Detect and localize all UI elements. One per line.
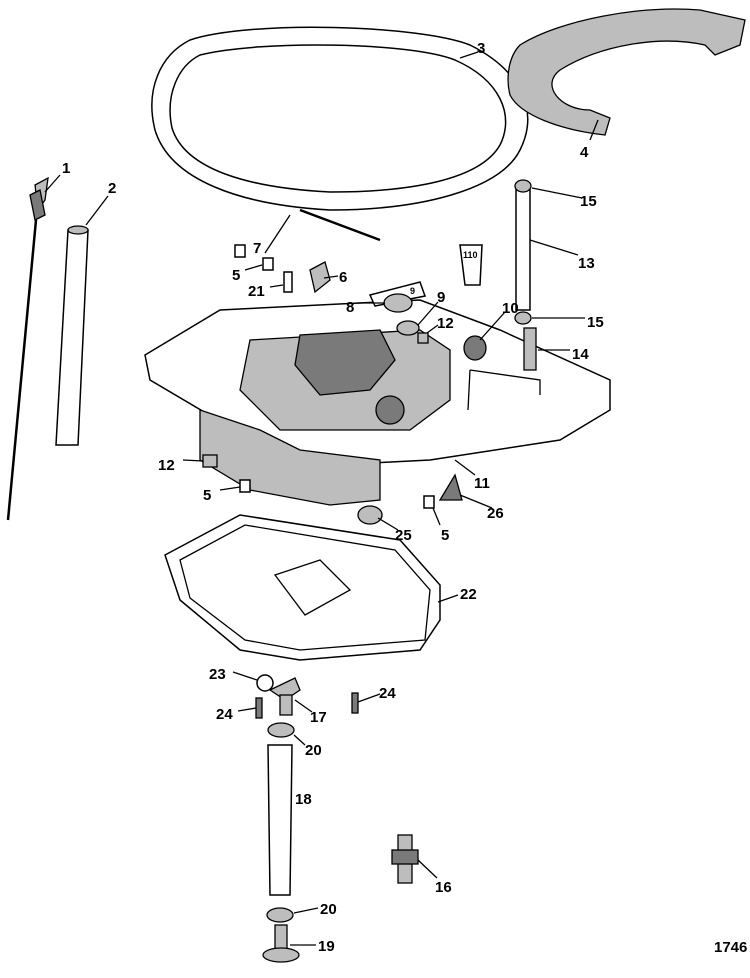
part-4-plate [507,8,746,136]
tube-110-label: 110 [463,250,478,260]
callout-23: 23 [209,666,226,683]
callout-6: 6 [339,269,347,286]
callout-16: 16 [435,879,452,896]
callout-8: 8 [346,299,354,316]
leader-lines [44,51,599,946]
callout-1: 1 [62,160,70,177]
callout-21: 21 [248,283,265,300]
callout-5: 5 [232,267,240,284]
callout-12: 12 [158,457,175,474]
callouts: 1 2 3 4 15 13 15 14 10 12 9 8 7 5 6 21 1… [62,40,747,956]
small-parts: 9 110 [202,179,537,963]
callout-20: 20 [320,901,337,918]
callout-4: 4 [580,144,589,161]
callout-17: 17 [310,709,327,726]
callout-12: 12 [437,315,454,332]
callout-19: 19 [318,938,335,955]
part-22-gasket [164,514,441,661]
callout-22: 22 [460,586,477,603]
callout-7: 7 [253,240,261,257]
callout-18: 18 [295,791,312,808]
part-11-adapter-plate [144,299,611,506]
callout-15: 15 [587,314,604,331]
callout-5: 5 [203,487,211,504]
figure-number: 1746 [714,939,747,956]
callout-11: 11 [474,475,490,492]
callout-20: 20 [305,742,322,759]
callout-15: 15 [580,193,597,210]
tube-9-label: 9 [410,286,415,296]
callout-26: 26 [487,505,504,522]
callout-14: 14 [572,346,589,363]
callout-24: 24 [379,685,396,702]
part-1-dipstick [6,176,49,521]
callout-10: 10 [502,300,519,317]
part-2-tube [55,225,89,446]
part-3-seal [151,26,529,211]
callout-25: 25 [395,527,412,544]
callout-3: 3 [477,40,485,57]
callout-2: 2 [108,180,116,197]
callout-13: 13 [578,255,595,272]
callout-5: 5 [441,527,449,544]
callout-24: 24 [216,706,233,723]
callout-9: 9 [437,289,445,306]
